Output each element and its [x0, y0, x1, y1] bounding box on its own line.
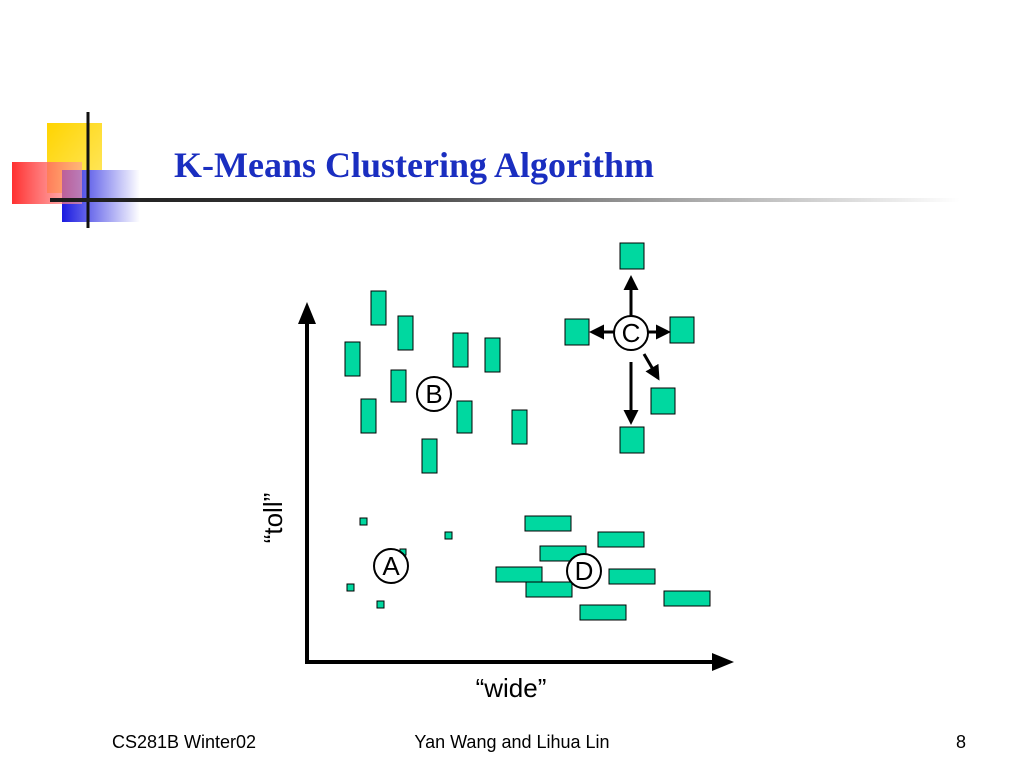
- data-box: [663, 590, 711, 607]
- footer-course: CS281B Winter02: [112, 732, 257, 752]
- y-axis-label: “toll”: [258, 493, 288, 544]
- slide-title: K-Means Clustering Algorithm: [174, 145, 654, 185]
- x-axis-label: “wide”: [476, 673, 547, 703]
- data-box: [397, 315, 414, 351]
- data-box: [619, 426, 645, 454]
- data-box: [650, 387, 676, 415]
- x-axis-arrowhead: [712, 653, 734, 671]
- data-box: [344, 341, 361, 377]
- data-box: [390, 369, 407, 403]
- footer-page-number: 8: [955, 732, 966, 752]
- footer-authors: Yan Wang and Lihua Lin: [414, 732, 610, 752]
- data-box: [359, 517, 368, 526]
- data-box: [484, 337, 501, 373]
- data-box: [579, 604, 627, 621]
- y-axis-arrowhead: [298, 302, 316, 324]
- cluster-center-d: D: [566, 553, 602, 589]
- data-box: [597, 531, 645, 548]
- data-box: [346, 583, 355, 592]
- slide-logo: [12, 112, 140, 228]
- cluster-center-b: B: [416, 376, 452, 412]
- data-box: [360, 398, 377, 434]
- data-box: [619, 242, 645, 270]
- svg-text:D: D: [575, 556, 594, 586]
- svg-text:B: B: [425, 379, 442, 409]
- kmeans-figure: “toll” “wide” A B C D: [258, 242, 734, 703]
- svg-text:C: C: [622, 318, 641, 348]
- data-box: [444, 531, 453, 540]
- svg-text:A: A: [382, 551, 400, 581]
- data-box: [525, 581, 573, 598]
- data-box: [524, 515, 572, 532]
- cluster-center-c: C: [613, 315, 649, 351]
- data-box: [495, 566, 543, 583]
- data-box: [456, 400, 473, 434]
- data-box: [608, 568, 656, 585]
- data-box: [370, 290, 387, 326]
- data-boxes: [344, 242, 711, 621]
- cluster-center-a: A: [373, 548, 409, 584]
- arrow-down-right: [642, 353, 660, 381]
- data-box: [376, 600, 385, 609]
- data-box: [452, 332, 469, 368]
- centroid-c-arrows: [589, 275, 671, 425]
- logo-red-square: [12, 162, 82, 204]
- title-rule: [50, 198, 960, 202]
- data-box: [421, 438, 438, 474]
- data-box: [511, 409, 528, 445]
- data-box: [564, 318, 590, 346]
- data-box: [669, 316, 695, 344]
